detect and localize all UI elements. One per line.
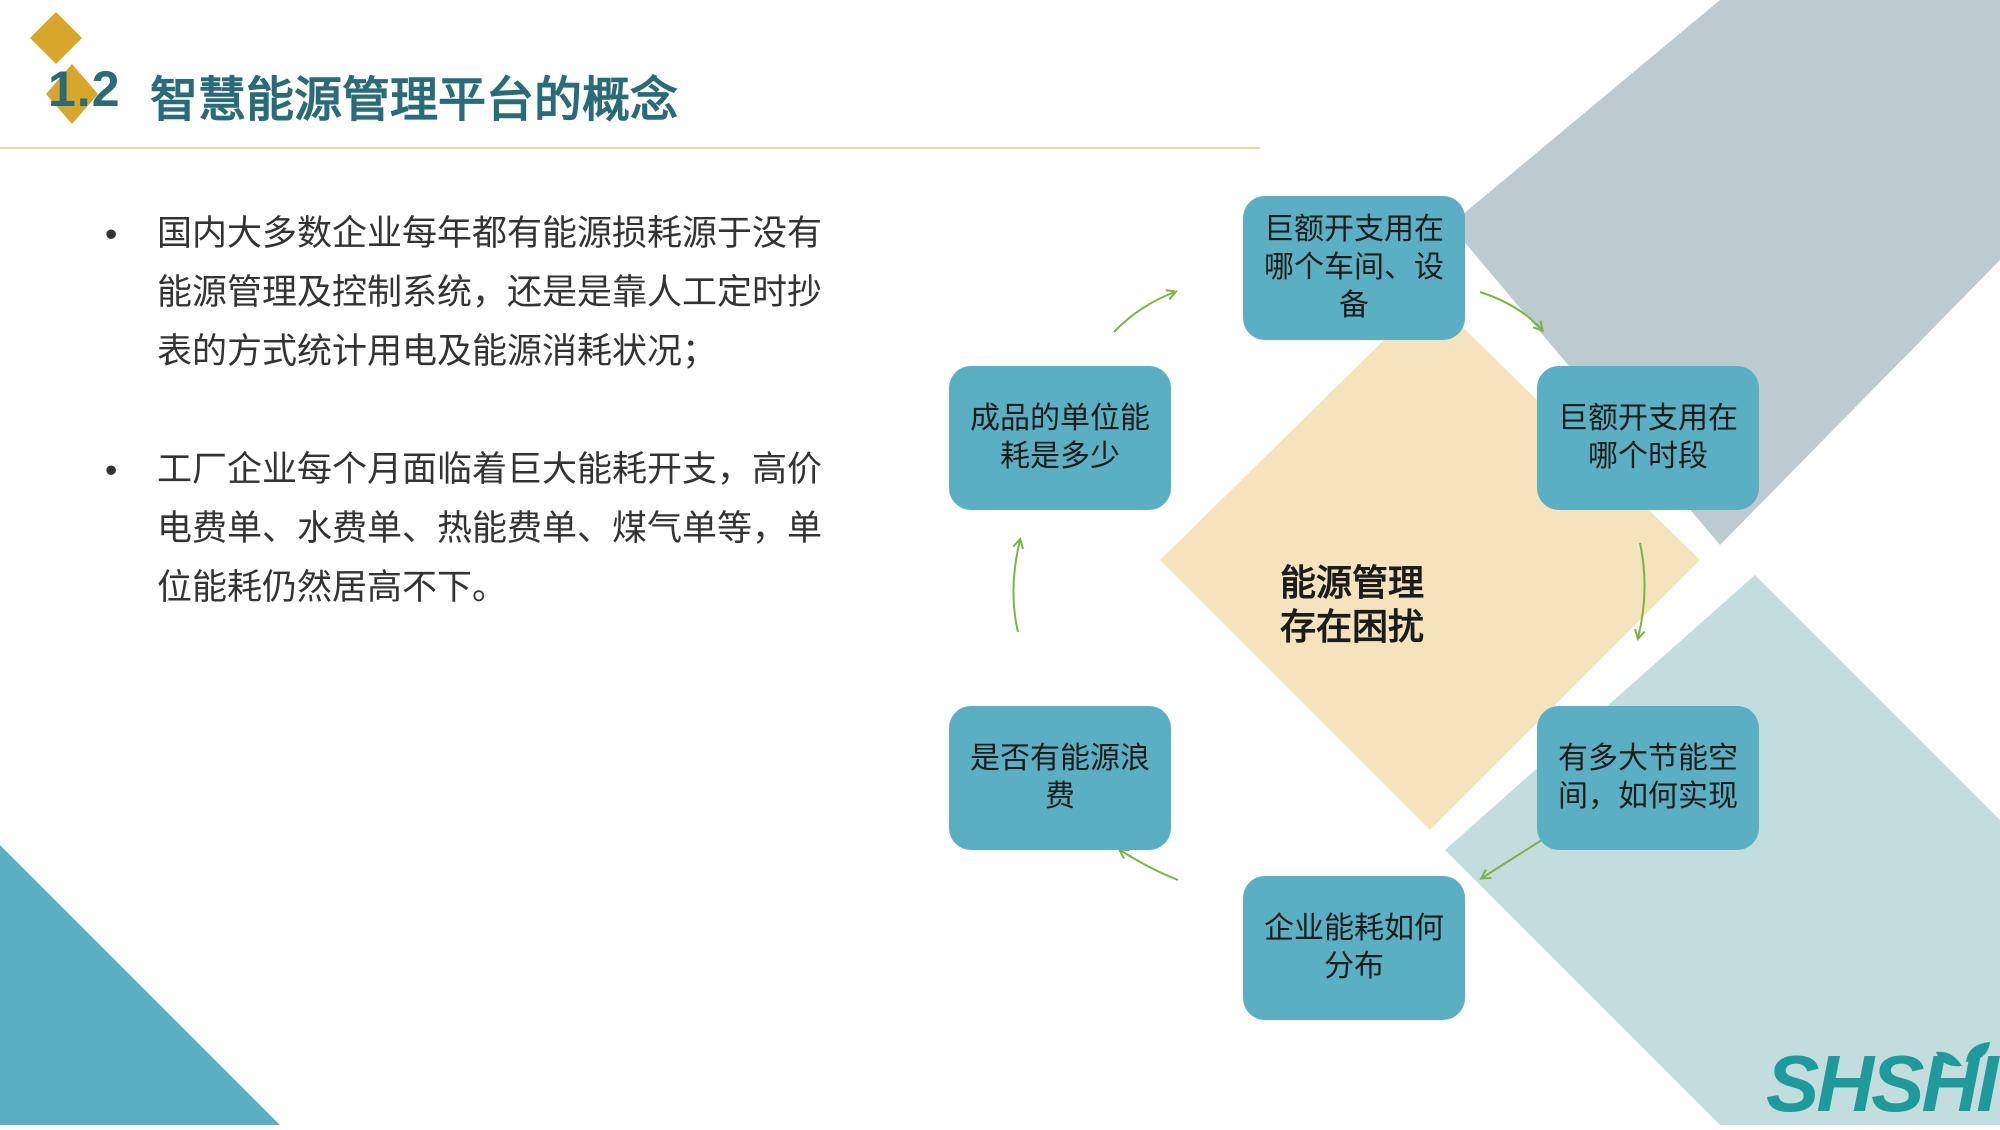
bg-gray-band	[1450, 0, 2000, 545]
node-right-top: 巨额开支用在哪个时段	[1537, 366, 1759, 510]
company-logo: SHSHI	[1766, 1039, 1998, 1128]
arrow-top-to-right-top	[1479, 291, 1542, 330]
node-top: 巨额开支用在哪个车间、设备	[1243, 196, 1465, 340]
node-label: 有多大节能空间，如何实现	[1558, 741, 1738, 814]
bg-light-teal-band	[1445, 575, 2000, 1125]
arrow-left-top-to-top	[1113, 292, 1175, 333]
node-label: 巨额开支用在哪个车间、设备	[1264, 212, 1444, 323]
node-bottom: 企业能耗如何分布	[1243, 876, 1465, 1020]
bullet-dot: •	[105, 215, 118, 254]
node-label: 成品的单位能耗是多少	[970, 401, 1150, 474]
bullet-dot: •	[105, 451, 118, 490]
node-left-bottom: 是否有能源浪费	[949, 706, 1171, 850]
bullet-text: 国内大多数企业每年都有能源损耗源于没有能源管理及控制系统，还是是靠人工定时抄表的…	[157, 214, 823, 372]
node-label: 是否有能源浪费	[970, 741, 1150, 814]
bullet-text: 工厂企业每个月面临着巨大能耗开支，高价电费单、水费单、热能费单、煤气单等，单位能…	[157, 450, 823, 608]
node-right-bottom: 有多大节能空间，如何实现	[1537, 706, 1759, 850]
node-left-top: 成品的单位能耗是多少	[949, 366, 1171, 510]
cycle-arrows	[1012, 291, 1645, 881]
arrow-left-bottom-to-left-top	[1012, 540, 1020, 633]
bg-teal-corner	[0, 845, 280, 1125]
gold-diamond-icon	[30, 12, 98, 124]
page-title: 智慧能源管理平台的概念	[150, 72, 679, 128]
bullet-item: • 工厂企业每个月面临着巨大能耗开支，高价电费单、水费单、热能费单、煤气单等，单…	[105, 441, 845, 618]
arrow-right-bottom-to-bottom	[1482, 839, 1543, 878]
leaf-icon	[1936, 1042, 1990, 1067]
arrow-right-top-to-right-bottom	[1638, 542, 1645, 638]
node-label: 巨额开支用在哪个时段	[1558, 401, 1738, 474]
arrow-bottom-to-left-bottom	[1120, 850, 1179, 881]
bullet-list: • 国内大多数企业每年都有能源损耗源于没有能源管理及控制系统，还是是靠人工定时抄…	[105, 205, 845, 677]
bullet-item: • 国内大多数企业每年都有能源损耗源于没有能源管理及控制系统，还是是靠人工定时抄…	[105, 205, 845, 382]
section-number: 1.2	[48, 61, 121, 117]
center-label: 能源管理 存在困扰	[1279, 563, 1424, 648]
node-label: 企业能耗如何分布	[1264, 911, 1444, 984]
